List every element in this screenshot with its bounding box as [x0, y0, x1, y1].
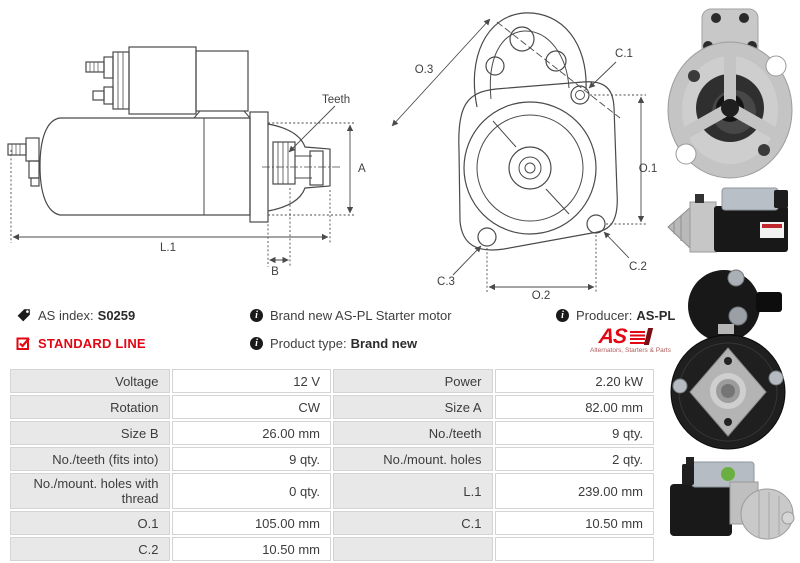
- as-index-label: AS index:: [38, 308, 94, 323]
- product-description-text: Brand new AS-PL Starter motor: [270, 308, 452, 323]
- standard-line-badge: STANDARD LINE: [16, 336, 146, 351]
- spec-label: C.2: [10, 537, 170, 561]
- table-row: O.1 105.00 mm C.1 10.50 mm: [10, 511, 654, 535]
- spec-label: Rotation: [10, 395, 170, 419]
- technical-diagram-area: Teeth A L.1 B: [0, 0, 660, 300]
- product-photo-rear[interactable]: [664, 264, 796, 454]
- info-icon: i: [250, 337, 263, 350]
- product-details-column: Teeth A L.1 B: [0, 0, 675, 561]
- spec-label: C.1: [333, 511, 493, 535]
- spec-value: 82.00 mm: [494, 395, 654, 419]
- spec-table: Voltage 12 V Power 2.20 kW Rotation CW S…: [8, 367, 656, 563]
- product-info-bar: AS index: S0259 STANDARD LINE i Brand ne…: [0, 300, 675, 367]
- front-view-dimensions: [391, 18, 646, 293]
- front-view-drawing: [458, 12, 618, 251]
- product-type-label: Product type:: [270, 336, 347, 351]
- side-view-dimensions: [10, 105, 356, 267]
- spec-value: 9 qty.: [494, 421, 654, 445]
- table-row: Size B 26.00 mm No./teeth 9 qty.: [10, 421, 654, 445]
- producer-label: Producer:: [576, 308, 633, 323]
- dim-a-label: A: [358, 163, 366, 175]
- side-view-drawing: [7, 46, 340, 223]
- spec-label: O.1: [10, 511, 170, 535]
- table-row: Rotation CW Size A 82.00 mm: [10, 395, 654, 419]
- as-logo-mark: AS: [590, 325, 660, 348]
- info-icon: i: [556, 309, 569, 322]
- front-view-labels: O.3 C.1 O.1 C.2 C.3 O.2: [415, 48, 658, 300]
- dim-l1-label: L.1: [160, 242, 176, 254]
- spec-value: CW: [171, 395, 331, 419]
- info-icon: i: [250, 309, 263, 322]
- checkbox-check-icon: [16, 337, 30, 350]
- tag-icon: [17, 309, 30, 322]
- product-photo-gallery: [660, 0, 800, 553]
- as-logo-bar: [643, 328, 653, 345]
- producer-value: AS-PL: [636, 308, 676, 323]
- dim-b-label: B: [271, 266, 279, 278]
- spec-value: 2 qty.: [494, 447, 654, 471]
- spec-label: No./teeth (fits into): [10, 447, 170, 471]
- spec-label: Size B: [10, 421, 170, 445]
- table-row: No./mount. holes with thread 0 qty. L.1 …: [10, 473, 654, 509]
- as-index-value: S0259: [97, 308, 136, 323]
- spec-label: Size A: [333, 395, 493, 419]
- as-logo-letters: AS: [598, 325, 628, 348]
- spec-label: No./teeth: [333, 421, 493, 445]
- spec-value: [494, 537, 654, 561]
- product-type-value: Brand new: [350, 336, 418, 351]
- dim-c2-label: C.2: [629, 261, 647, 273]
- spec-value: 9 qty.: [171, 447, 331, 471]
- spec-label: L.1: [333, 473, 493, 509]
- table-row: C.2 10.50 mm: [10, 537, 654, 561]
- dim-c3-label: C.3: [437, 276, 455, 288]
- spec-value: 105.00 mm: [171, 511, 331, 535]
- as-pl-brand-logo: AS Alternators, Starters & Parts: [590, 325, 671, 354]
- as-index: AS index: S0259: [16, 308, 135, 323]
- spec-label: No./mount. holes: [333, 447, 493, 471]
- spec-label: Power: [333, 369, 493, 393]
- spec-value: 0 qty.: [171, 473, 331, 509]
- spec-value: 10.50 mm: [494, 511, 654, 535]
- spec-label: No./mount. holes with thread: [10, 473, 170, 509]
- product-photo-side[interactable]: [664, 186, 796, 262]
- table-row: Voltage 12 V Power 2.20 kW: [10, 369, 654, 393]
- product-description: i Brand new AS-PL Starter motor: [250, 308, 452, 323]
- side-view-labels: Teeth A L.1 B: [160, 94, 366, 278]
- spec-value: 10.50 mm: [171, 537, 331, 561]
- spec-label: [333, 537, 493, 561]
- as-logo-tagline: Alternators, Starters & Parts: [590, 347, 671, 354]
- product-photo-front[interactable]: [664, 4, 796, 184]
- table-row: No./teeth (fits into) 9 qty. No./mount. …: [10, 447, 654, 471]
- product-photo-side-2[interactable]: [664, 456, 796, 544]
- producer: i Producer: AS-PL: [556, 308, 675, 323]
- dim-c1-label: C.1: [615, 48, 633, 60]
- spec-value: 2.20 kW: [494, 369, 654, 393]
- spec-value: 26.00 mm: [171, 421, 331, 445]
- product-type: i Product type: Brand new: [250, 336, 417, 351]
- dim-o1-label: O.1: [639, 163, 658, 175]
- technical-drawing: Teeth A L.1 B: [7, 12, 658, 300]
- as-logo-stripes: [629, 331, 645, 344]
- standard-line-label: STANDARD LINE: [38, 336, 146, 351]
- spec-value: 12 V: [171, 369, 331, 393]
- spec-value: 239.00 mm: [494, 473, 654, 509]
- dim-o2-label: O.2: [532, 290, 551, 300]
- spec-label: Voltage: [10, 369, 170, 393]
- teeth-label: Teeth: [322, 94, 350, 106]
- dim-o3-label: O.3: [415, 64, 434, 76]
